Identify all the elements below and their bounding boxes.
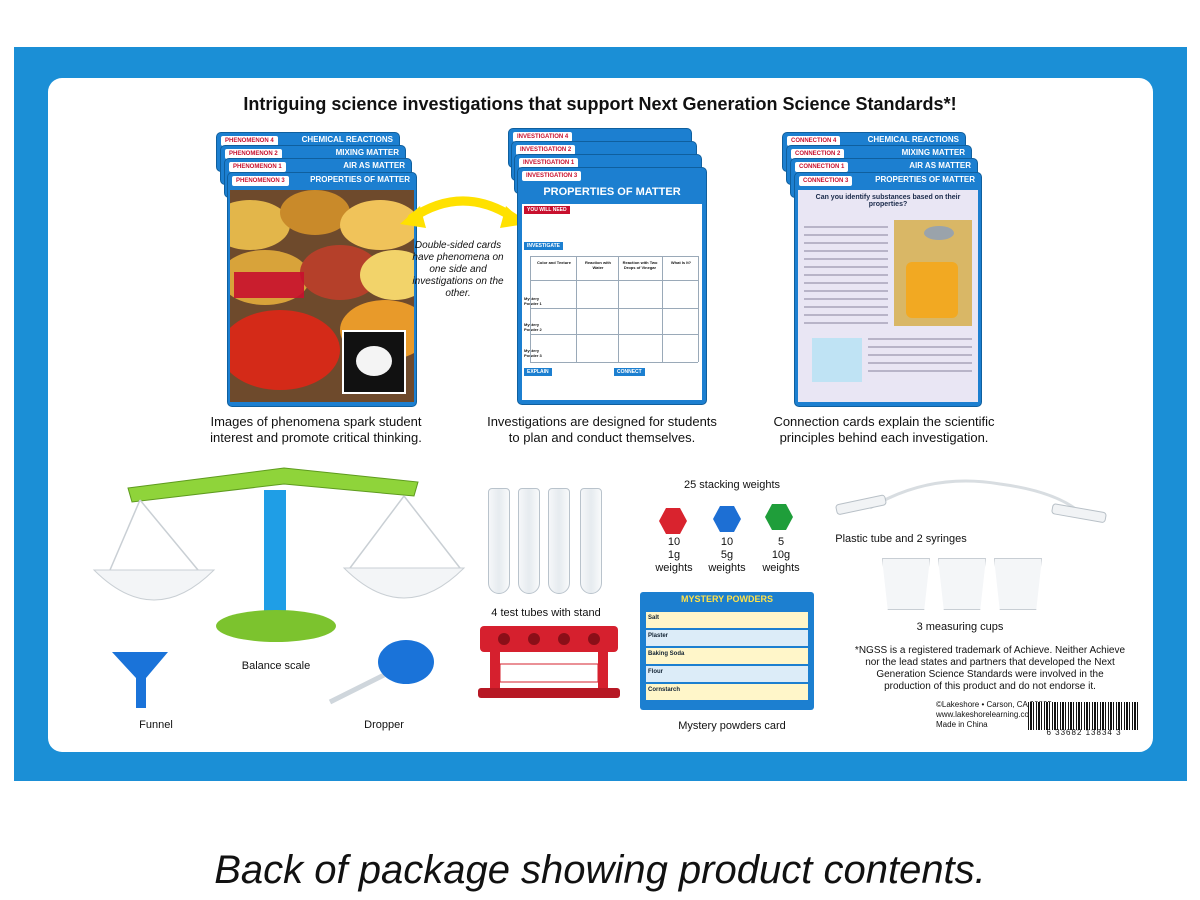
powder-row: Flour [646, 666, 808, 682]
card-title: PROPERTIES OF MATTER [543, 186, 681, 198]
dropper-icon [328, 640, 434, 705]
powder-row: Cornstarch [646, 684, 808, 700]
table-row-label: Mystery Powder 2 [524, 322, 542, 332]
measuring-cup [882, 558, 930, 610]
table-row-label: Mystery Powder 3 [524, 348, 542, 358]
test-tube [548, 488, 570, 594]
card-title: MIXING MATTER [335, 148, 399, 157]
package-headline: Intriguing science investigations that s… [243, 94, 957, 114]
ngss-disclaimer: *NGSS is a registered trademark of Achie… [854, 645, 1126, 692]
green-weight-icon [765, 504, 793, 530]
balance-scale-illustration [92, 467, 466, 642]
table-row-label: Mystery Powder 1 [524, 296, 542, 306]
you-will-need-label: YOU WILL NEED [524, 206, 570, 214]
card-title: MIXING MATTER [901, 148, 965, 157]
barcode-number: 6 33682 13834 3 [1046, 728, 1122, 737]
investigation-card-front: INVESTIGATION 3 PROPERTIES OF MATTER YOU… [517, 167, 707, 405]
investigation-sheet: YOU WILL NEED INVESTIGATE Color and Text… [522, 204, 702, 400]
card-title: PROPERTIES OF MATTER [310, 175, 410, 184]
mystery-powders-card: MYSTERY POWDERS Salt Plaster Baking Soda… [640, 592, 814, 710]
weight-5g-label: 10 5g weights [708, 536, 746, 574]
card-title: CHEMICAL REACTIONS [867, 135, 959, 144]
card-tab: INVESTIGATION 2 [516, 145, 576, 155]
card-tab: CONNECTION 4 [787, 136, 841, 146]
blue-weight-icon [713, 506, 741, 532]
card-tab: INVESTIGATION 3 [522, 171, 582, 181]
powder-row: Salt [646, 612, 808, 628]
powder-row: Plaster [646, 630, 808, 646]
mystery-powders-title: MYSTERY POWDERS [680, 594, 773, 604]
table-header: Color and Texture [537, 260, 571, 265]
connection-caption: Connection cards explain the scientific … [773, 414, 995, 445]
card-title: AIR AS MATTER [343, 161, 405, 170]
test-tube [488, 488, 510, 594]
card-tab: CONNECTION 3 [799, 176, 853, 186]
funnel-label: Funnel [139, 719, 173, 731]
double-sided-note: Double-sided cards have phenomena on one… [412, 240, 504, 299]
measuring-cups-label: 3 measuring cups [916, 621, 1004, 633]
investigate-label: INVESTIGATE [524, 242, 563, 250]
card-tab: PHENOMENON 2 [225, 149, 282, 159]
honey-photo [894, 220, 972, 326]
double-arrow-icon [400, 196, 526, 228]
card-title: CHEMICAL REACTIONS [301, 135, 393, 144]
test-tube [518, 488, 540, 594]
phenomenon-caption: Images of phenomena spark student intere… [210, 414, 422, 445]
spice-market-photo [230, 190, 414, 402]
stacking-weights-label: 25 stacking weights [684, 479, 780, 491]
weight-1g-label: 10 1g weights [655, 536, 693, 574]
card-tab: CONNECTION 1 [795, 162, 849, 172]
connection-card-content: Can you identify substances based on the… [798, 190, 978, 402]
weight-10g-label: 5 10g weights [762, 536, 800, 574]
mystery-powders-label: Mystery powders card [678, 720, 786, 732]
dropper-label: Dropper [364, 719, 404, 731]
table-header: What Is It? [670, 260, 692, 265]
card-title: PROPERTIES OF MATTER [875, 175, 975, 184]
card-tab: INVESTIGATION 1 [519, 158, 579, 168]
barcode [1028, 702, 1138, 730]
investigation-caption: Investigations are designed for students… [487, 414, 717, 445]
card-title: AIR AS MATTER [909, 161, 971, 170]
card-tab: PHENOMENON 3 [232, 176, 289, 186]
red-weight-icon [659, 508, 687, 534]
test-tube [580, 488, 602, 594]
connection-question: Can you identify substances based on the… [815, 194, 961, 208]
ice-photo [812, 338, 862, 382]
balance-scale-label: Balance scale [241, 660, 311, 672]
test-tubes-label: 4 test tubes with stand [491, 607, 601, 619]
table-header: Reaction with Water [584, 260, 611, 270]
syringes-label: Plastic tube and 2 syringes [835, 533, 967, 545]
explain-label: EXPLAIN [524, 368, 552, 376]
measuring-cup [994, 558, 1042, 610]
card-tab: CONNECTION 2 [791, 149, 845, 159]
measuring-cup [938, 558, 986, 610]
card-tab: INVESTIGATION 4 [513, 132, 573, 142]
card-tab: PHENOMENON 1 [229, 162, 286, 172]
powder-row: Baking Soda [646, 648, 808, 664]
syringe-tube-illustration [835, 479, 1107, 523]
connect-label: CONNECT [614, 368, 645, 376]
test-tube-stand-illustration [478, 626, 620, 698]
funnel-icon [112, 652, 168, 708]
image-caption: Back of package showing product contents… [214, 848, 986, 892]
table-header: Reaction with Two Drops of Vinegar [622, 260, 658, 270]
company-info: ©Lakeshore • Carson, CA 90895 www.lakesh… [936, 700, 1052, 729]
card-tab: PHENOMENON 4 [221, 136, 278, 146]
